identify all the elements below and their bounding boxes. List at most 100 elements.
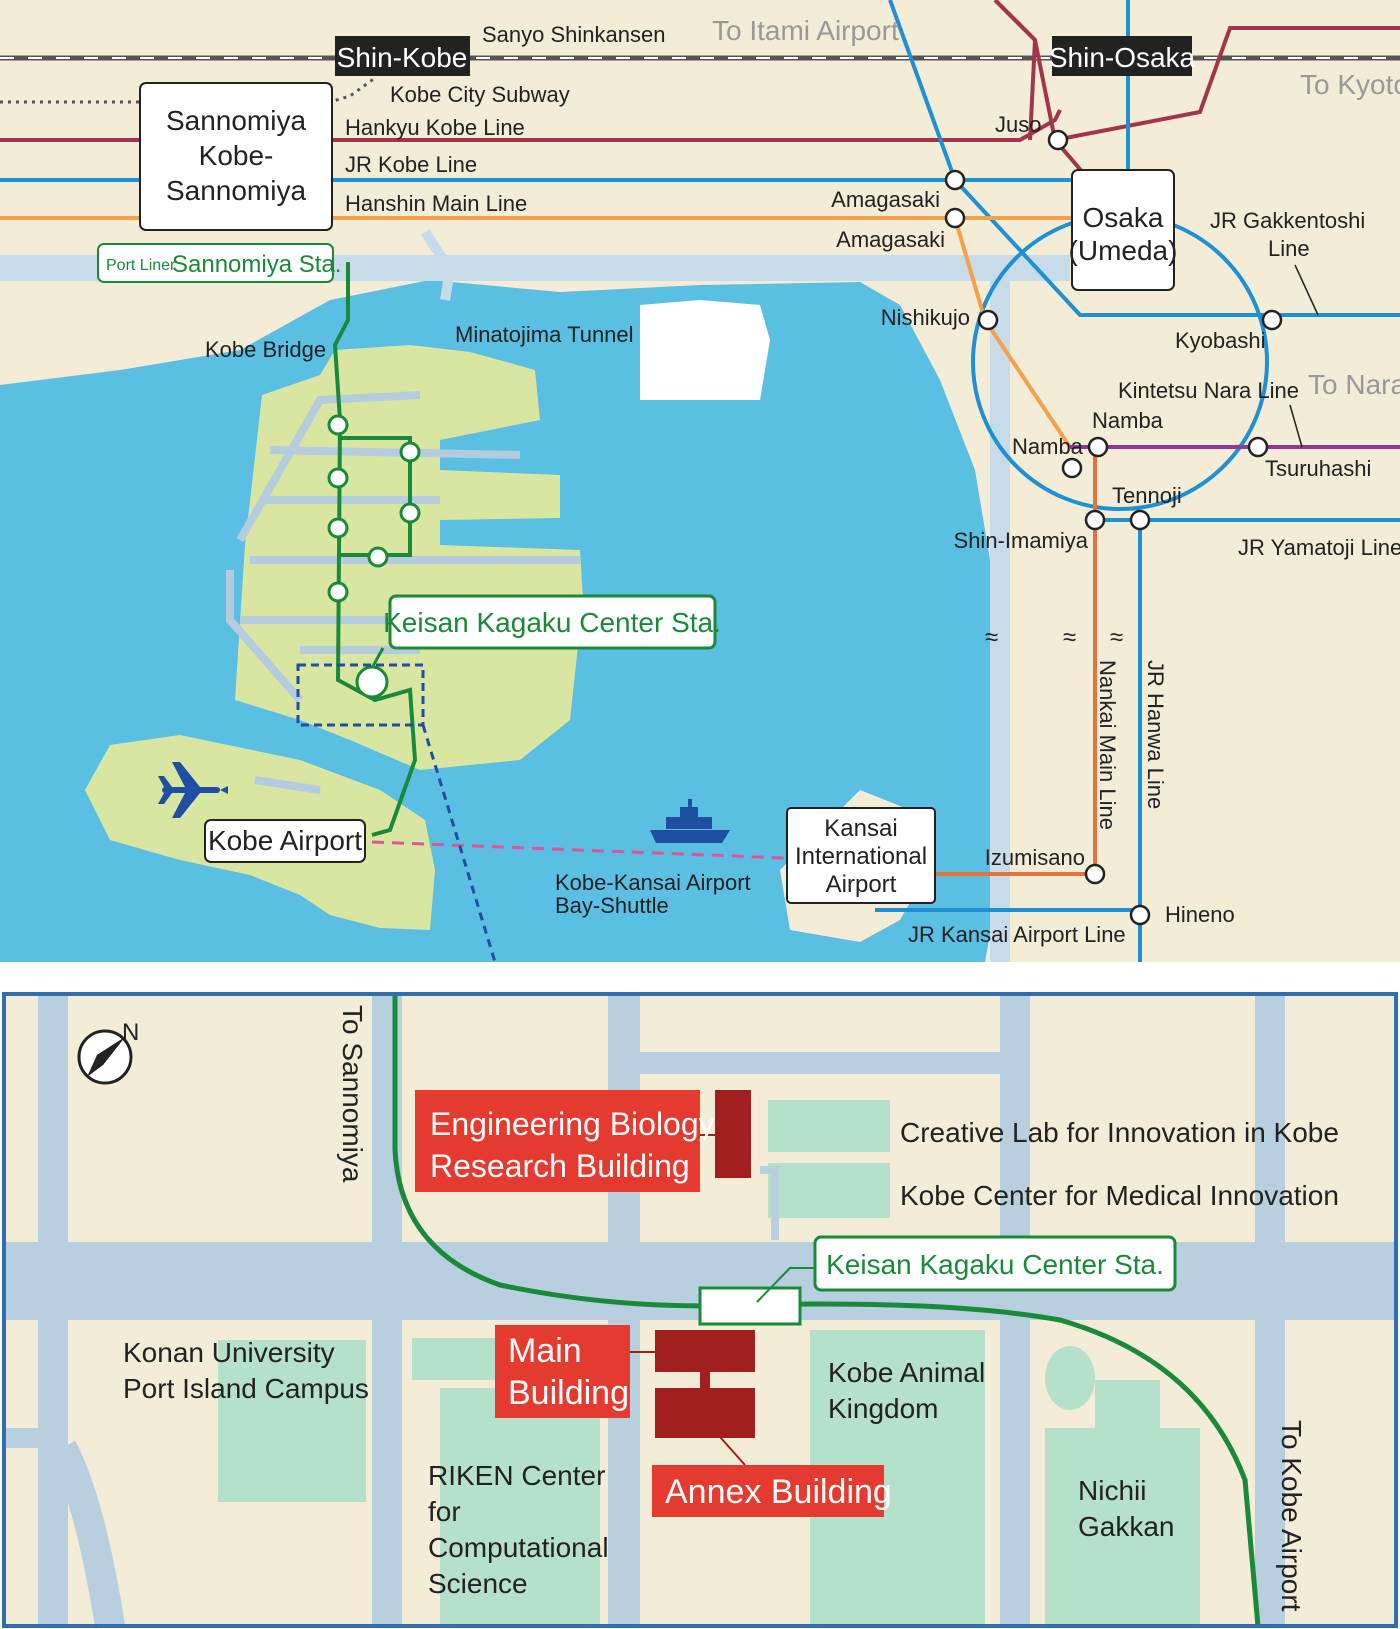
label-yamatoji: JR Yamatoji Line xyxy=(1238,535,1400,560)
station-juso: Juso xyxy=(995,112,1041,137)
keisan-detail-box xyxy=(813,1235,1177,1292)
port-liner-line xyxy=(332,262,418,837)
riken-label-2: for xyxy=(428,1496,461,1527)
main-label-box xyxy=(495,1325,630,1418)
station-keisan: Keisan Kagaku Center Sta. xyxy=(383,607,721,638)
riken-label-4: Science xyxy=(428,1568,528,1599)
station-kansai-line1: Kansai xyxy=(824,815,897,842)
line-break-mark: ≈ xyxy=(1110,624,1123,651)
konan-label-2: Port Island Campus xyxy=(123,1373,369,1404)
station-port-liner-sannomiya: Sannomiya Sta. xyxy=(172,251,341,278)
facility-blocks xyxy=(218,1100,1200,1626)
ship-icon xyxy=(650,799,730,843)
shin-kobe-box xyxy=(335,36,470,76)
annex-label: Annex Building xyxy=(665,1473,892,1511)
hankyu-north2 xyxy=(993,0,1038,141)
station-shin-osaka: Shin-Osaka xyxy=(1049,42,1196,73)
station-osaka-line1: Osaka xyxy=(1083,202,1164,233)
to-sannomiya-label: To Sannomiya xyxy=(337,1005,368,1183)
station-sannomiya-line3: Sannomiya xyxy=(166,175,307,206)
kcmi-label: Kobe Center for Medical Innovation xyxy=(900,1180,1339,1211)
label-kansai-airport-line: JR Kansai Airport Line xyxy=(908,922,1126,947)
animal-label-1: Kobe Animal xyxy=(828,1357,985,1388)
main-label-2: Building xyxy=(508,1374,629,1412)
port-liner-stations xyxy=(327,414,421,699)
station-kansai-line2: International xyxy=(795,843,927,870)
sannomiya-box xyxy=(139,82,333,231)
to-kobe-airport-label: To Kobe Airport xyxy=(1276,1420,1307,1612)
nichii-label-1: Nichii xyxy=(1078,1475,1146,1506)
pier-block xyxy=(640,300,770,400)
station-sannomiya-line1: Sannomiya xyxy=(166,105,307,136)
osaka-box xyxy=(1071,169,1175,291)
station-shin-kobe: Shin-Kobe xyxy=(337,42,468,73)
station-kobe-airport: Kobe Airport xyxy=(208,825,362,856)
detail-frame xyxy=(2,992,1398,1628)
label-hanshin: Hanshin Main Line xyxy=(345,191,527,216)
station-namba-nankai: Namba xyxy=(1012,434,1084,459)
keisan-detail-label: Keisan Kagaku Center Sta. xyxy=(826,1249,1164,1280)
label-hankyu: Hankyu Kobe Line xyxy=(345,115,525,140)
kansai-airport-box xyxy=(786,807,936,904)
keisan-pointer xyxy=(370,647,385,669)
riken-label-1: RIKEN Center xyxy=(428,1460,605,1491)
label-bay-shuttle-2: Bay-Shuttle xyxy=(555,893,669,918)
station-kyobashi: Kyobashi xyxy=(1175,328,1266,353)
annex-leader xyxy=(711,1427,746,1466)
line-break-mark: ≈ xyxy=(1063,624,1076,651)
label-minatojima-tunnel: Minatojima Tunnel xyxy=(455,322,634,347)
animal-label-2: Kingdom xyxy=(828,1393,939,1424)
hankyu-line xyxy=(0,109,1062,142)
station-shin-imamiya: Shin-Imamiya xyxy=(954,528,1089,553)
label-gakkentoshi-1: JR Gakkentoshi xyxy=(1210,208,1365,233)
detail-map: Engineering Biology Research Building Ma… xyxy=(2,992,1398,1629)
jr-itami xyxy=(888,0,957,181)
keisan-box xyxy=(388,594,717,650)
station-nishikujo: Nishikujo xyxy=(881,305,970,330)
nichii-label-2: Gakkan xyxy=(1078,1511,1175,1542)
station-hineno: Hineno xyxy=(1165,902,1235,927)
annex-label-box xyxy=(652,1465,884,1517)
station-izumisano: Izumisano xyxy=(985,845,1085,870)
station-amagasaki-hanshin: Amagasaki xyxy=(836,227,945,252)
label-jr-hanwa: JR Hanwa Line xyxy=(1143,660,1168,809)
main-label-1: Main xyxy=(508,1332,582,1370)
keisan-platform xyxy=(698,1286,802,1326)
label-to-itami: To Itami Airport xyxy=(712,15,899,46)
north-label: N xyxy=(122,1019,139,1046)
kobe-airport-box xyxy=(204,819,366,863)
engineering-label-1: Engineering Biology xyxy=(430,1106,715,1142)
label-bay-shuttle-1: Kobe-Kansai Airport xyxy=(555,870,751,895)
station-amagasaki-jr: Amagasaki xyxy=(831,187,940,212)
station-kansai-line3: Airport xyxy=(826,871,897,898)
rail-stations xyxy=(944,129,1283,926)
konan-label-1: Konan University xyxy=(123,1337,335,1368)
detail-area-marker xyxy=(296,663,425,727)
annex-building-shape xyxy=(655,1388,755,1438)
station-namba-jr: Namba xyxy=(1092,408,1164,433)
label-kintetsu: Kintetsu Nara Line xyxy=(1118,378,1299,403)
engineering-building-shape xyxy=(715,1090,751,1178)
label-kobe-bridge: Kobe Bridge xyxy=(205,337,326,362)
connector-path xyxy=(760,1166,779,1240)
engineering-label-2: Research Building xyxy=(430,1148,690,1184)
building-connector xyxy=(700,1372,710,1388)
bay-shuttle-route xyxy=(371,840,786,860)
keisan-detail-leader xyxy=(756,1267,818,1303)
airplane-icon xyxy=(158,762,228,818)
line-break-mark: ≈ xyxy=(985,624,998,651)
label-gakkentoshi-2: Line xyxy=(1268,236,1310,261)
port-liner-label: Port Liner xyxy=(106,257,176,274)
station-tsuruhashi: Tsuruhashi xyxy=(1265,456,1371,481)
jr-gakkentoshi xyxy=(953,178,1400,317)
riken-label-3: Computational xyxy=(428,1532,609,1563)
shin-osaka-box xyxy=(1052,36,1192,76)
label-subway: Kobe City Subway xyxy=(390,82,570,107)
station-tennoji: Tennoji xyxy=(1112,483,1182,508)
main-building-shape xyxy=(655,1330,755,1372)
label-to-kyoto: To Kyoto xyxy=(1300,69,1400,100)
curved-road xyxy=(48,1440,125,1629)
compass-icon xyxy=(77,1029,133,1085)
